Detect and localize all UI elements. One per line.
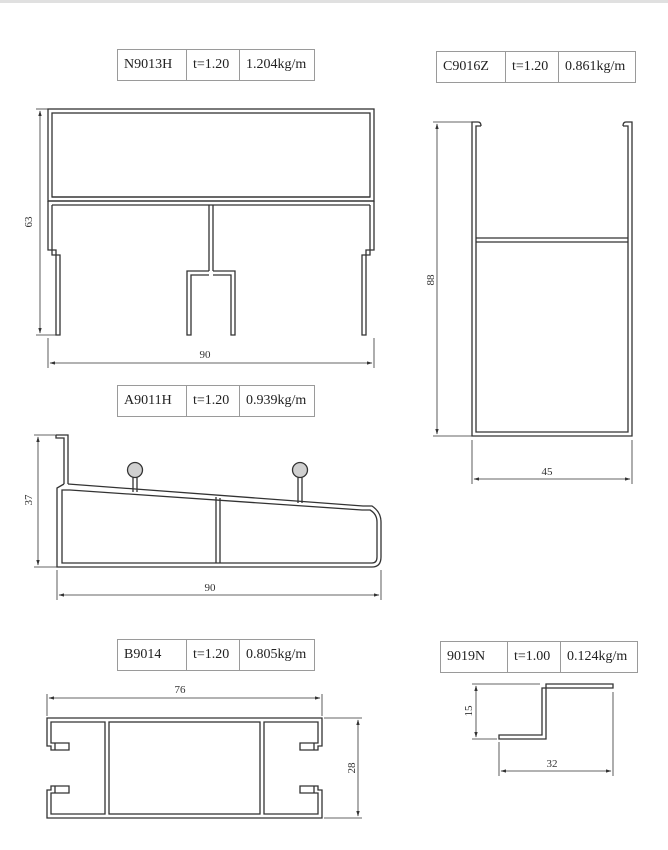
dim-label-width: 76 [175, 684, 187, 696]
profile-weight: 0.805kg/m [246, 647, 307, 662]
dim-label-height: 88 [425, 274, 437, 286]
profile-code: A9011H [118, 386, 187, 416]
dim-label-height: 37 [23, 494, 35, 506]
dimension-n9013h [36, 108, 375, 368]
dim-label-height: 63 [23, 216, 35, 228]
dimension-c9016z [433, 121, 633, 484]
label-n9013h: N9013H t=1.20 1.204kg/m [117, 49, 315, 81]
profile-a9011h-drawing [55, 434, 382, 568]
profile-weight: 0.861kg/m [565, 59, 626, 74]
profile-thickness: t=1.20 [506, 52, 559, 82]
label-a9011h: A9011H t=1.20 0.939kg/m [117, 385, 315, 417]
dim-label-width: 32 [547, 758, 558, 770]
profile-thickness: t=1.20 [187, 50, 240, 80]
dim-label-height: 28 [346, 762, 358, 774]
profile-n9013h-drawing [47, 108, 375, 336]
dim-label-width: 90 [205, 582, 217, 594]
dimension-9019n [472, 683, 614, 776]
label-b9014: B9014 t=1.20 0.805kg/m [117, 639, 315, 671]
profile-weight: 1.204kg/m [246, 57, 307, 72]
top-border [0, 0, 668, 3]
label-c9016z: C9016Z t=1.20 0.861kg/m [436, 51, 636, 83]
profile-thickness: t=1.00 [508, 642, 561, 672]
dim-label-width: 90 [200, 349, 212, 361]
dimension-a9011h [34, 434, 382, 600]
profile-code: N9013H [118, 50, 187, 80]
profile-b9014-drawing [46, 717, 323, 819]
profile-thickness: t=1.20 [187, 386, 240, 416]
profile-weight: 0.939kg/m [246, 393, 307, 408]
profile-thickness: t=1.20 [187, 640, 240, 670]
profile-code: C9016Z [437, 52, 506, 82]
label-9019n: 9019N t=1.00 0.124kg/m [440, 641, 638, 673]
profile-code: B9014 [118, 640, 187, 670]
dimension-b9014 [46, 694, 362, 819]
profile-c9016z-drawing [471, 121, 633, 437]
profile-weight: 0.124kg/m [567, 649, 628, 664]
profile-9019n-drawing [498, 683, 614, 740]
dim-label-height: 15 [463, 705, 475, 717]
dim-label-width: 45 [542, 466, 554, 478]
profile-code: 9019N [441, 642, 508, 672]
